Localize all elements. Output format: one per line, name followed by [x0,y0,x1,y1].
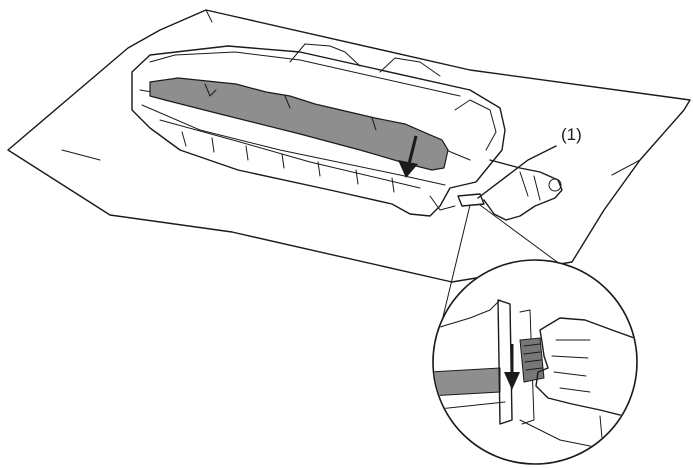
inset-green-tab [519,337,545,383]
corona-wire-strip [149,77,449,171]
magnified-inset [432,259,638,465]
callout-label-1: (1) [561,125,582,144]
inset-arrow-down-icon [504,344,520,390]
arrow-down-icon [398,135,418,178]
callout-leader [477,145,557,199]
green-tab [457,193,485,207]
inset-wire-strip [434,367,501,397]
paper-sheet [7,9,691,283]
